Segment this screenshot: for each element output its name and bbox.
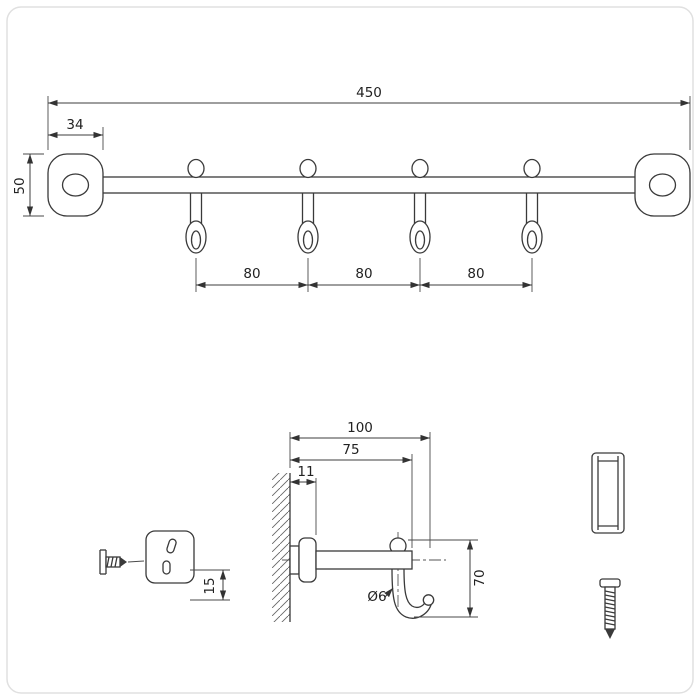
dim-75: 75 bbox=[290, 442, 413, 548]
screw-horizontal bbox=[99, 549, 145, 575]
front-view-drawing: 450 34 50 80 80 80 bbox=[12, 85, 691, 292]
dim-450: 450 bbox=[47, 85, 691, 150]
hook-1 bbox=[185, 158, 207, 254]
dim-70: 70 bbox=[408, 539, 488, 618]
wall-plate-side bbox=[289, 545, 300, 575]
image-frame bbox=[6, 6, 694, 694]
hook-knob bbox=[299, 158, 317, 179]
screw-head bbox=[599, 578, 621, 588]
dim-diameter-label: Ø6 bbox=[367, 589, 386, 605]
anchor-sleeve bbox=[591, 452, 625, 534]
dim-80-label-1: 80 bbox=[243, 266, 260, 282]
hook-4 bbox=[521, 158, 543, 254]
dim-80-chain: 80 80 80 bbox=[195, 258, 533, 292]
rail-bar bbox=[94, 176, 646, 194]
dim-80-label-2: 80 bbox=[355, 266, 372, 282]
hook-knob bbox=[411, 158, 429, 179]
mount-plate-front bbox=[145, 530, 195, 584]
screw-tip bbox=[605, 629, 615, 639]
plate-slot-bottom bbox=[162, 560, 171, 575]
left-end-cap bbox=[47, 153, 104, 217]
dim-50: 50 bbox=[12, 153, 44, 217]
dim-11: 11 bbox=[290, 464, 317, 535]
dim-100-label: 100 bbox=[347, 420, 373, 436]
dim-75-label: 75 bbox=[342, 442, 359, 458]
dim-11-label: 11 bbox=[297, 464, 314, 480]
escutcheon bbox=[298, 537, 317, 583]
hook-knob bbox=[187, 158, 205, 179]
dim-80-label-3: 80 bbox=[467, 266, 484, 282]
hook-2 bbox=[297, 158, 319, 254]
hook-knob bbox=[523, 158, 541, 179]
dim-15: 15 bbox=[190, 569, 230, 601]
right-end-cap bbox=[634, 153, 691, 217]
dim-70-label: 70 bbox=[472, 569, 488, 586]
dim-34: 34 bbox=[48, 117, 104, 150]
plate-slot-top bbox=[166, 538, 177, 554]
hook-3 bbox=[409, 158, 431, 254]
dim-100: 100 bbox=[289, 420, 431, 548]
dim-15-label: 15 bbox=[202, 577, 218, 594]
mount-arm bbox=[315, 550, 413, 570]
dim-50-label: 50 bbox=[12, 177, 28, 194]
dim-450-label: 450 bbox=[356, 85, 382, 101]
dim-34-label: 34 bbox=[66, 117, 83, 133]
screw-vertical bbox=[599, 578, 621, 639]
screw-tip bbox=[120, 557, 127, 567]
side-view-drawing: 100 75 11 70 Ø6 bbox=[99, 420, 625, 639]
wall-hatch bbox=[272, 473, 290, 622]
dim-diameter: Ø6 bbox=[367, 587, 394, 605]
